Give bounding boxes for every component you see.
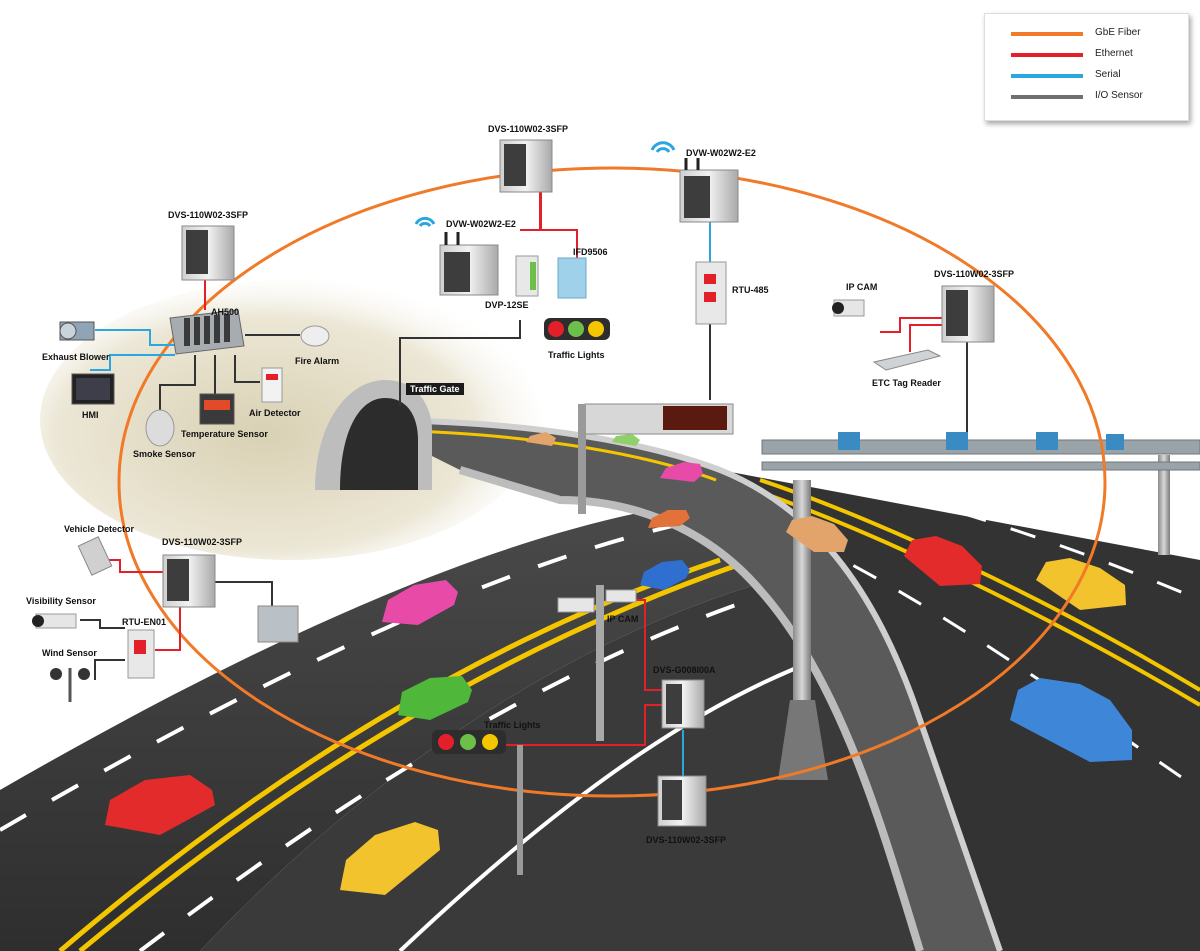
label-wireless-left: DVW-W02W2-E2 bbox=[446, 219, 516, 229]
legend-label-gbe-fiber: GbE Fiber bbox=[1095, 27, 1141, 38]
switch-device-bottom bbox=[657, 775, 707, 827]
ip-cam-device-right bbox=[832, 299, 865, 317]
label-wireless-right: DVW-W02W2-E2 bbox=[686, 148, 756, 158]
cabinet-box bbox=[257, 605, 299, 643]
label-exhaust-blower: Exhaust Blower bbox=[42, 352, 110, 362]
tunnel bbox=[315, 380, 432, 490]
label-ip-cam-road: IP CAM bbox=[607, 614, 639, 624]
traffic-light-road bbox=[432, 730, 523, 875]
message-sign bbox=[578, 403, 734, 514]
smoke-sensor-device bbox=[145, 409, 175, 447]
wireless-device-right bbox=[650, 141, 739, 223]
label-traffic-lights-top: Traffic Lights bbox=[548, 350, 605, 360]
legend-swatch-serial bbox=[1011, 74, 1083, 78]
legend-label-serial: Serial bbox=[1095, 69, 1121, 80]
label-ah500: AH500 bbox=[211, 307, 240, 317]
visibility-sensor-device bbox=[32, 613, 77, 629]
legend-swatch-ethernet bbox=[1011, 53, 1083, 57]
label-dvp: DVP-12SE bbox=[485, 300, 529, 310]
dvp-controller bbox=[515, 255, 539, 297]
traffic-light-top bbox=[544, 318, 610, 340]
wind-sensor-device bbox=[50, 668, 90, 702]
label-air-detector: Air Detector bbox=[249, 408, 301, 418]
network-links bbox=[80, 190, 968, 780]
rtu-en01-device bbox=[127, 629, 155, 679]
gbe-fiber-ring bbox=[117, 166, 1107, 798]
label-rtu485: RTU-485 bbox=[732, 285, 769, 295]
switch-device-top bbox=[499, 139, 553, 193]
temperature-sensor-device bbox=[199, 393, 235, 425]
label-switch-right: DVS-110W02-3SFP bbox=[934, 269, 1015, 279]
label-hmi: HMI bbox=[82, 410, 99, 420]
label-smoke-sensor: Smoke Sensor bbox=[133, 449, 196, 459]
fire-alarm bbox=[300, 325, 330, 347]
hmi-device bbox=[71, 373, 115, 405]
label-rtu-en01: RTU-EN01 bbox=[122, 617, 167, 627]
label-etc-reader: ETC Tag Reader bbox=[872, 378, 941, 388]
ip-cam-pole bbox=[557, 585, 637, 741]
switch-device-left bbox=[162, 554, 216, 608]
legend-swatch-io-sensor bbox=[1011, 95, 1083, 99]
label-ip-cam-right: IP CAM bbox=[846, 282, 878, 292]
etc-reader-device bbox=[872, 349, 942, 371]
toll-gantry bbox=[761, 432, 1200, 471]
air-detector-device bbox=[261, 367, 283, 403]
label-vehicle-detector: Vehicle Detector bbox=[64, 524, 135, 534]
legend-label-ethernet: Ethernet bbox=[1095, 48, 1133, 59]
label-wind-sensor: Wind Sensor bbox=[42, 648, 97, 658]
label-switch-top-left: DVS-110W02-3SFP bbox=[168, 210, 249, 220]
ifd-converter bbox=[557, 257, 587, 299]
ah500-plc bbox=[169, 309, 245, 355]
label-visibility-sensor: Visibility Sensor bbox=[26, 596, 96, 606]
switch-device-g008 bbox=[661, 679, 705, 729]
label-ifd: IFD9506 bbox=[573, 247, 608, 257]
wireless-device-left bbox=[414, 216, 499, 296]
label-switch-left: DVS-110W02-3SFP bbox=[162, 537, 243, 547]
vehicle-detector-device bbox=[77, 536, 113, 576]
label-switch-top: DVS-110W02-3SFP bbox=[488, 124, 569, 134]
legend: GbE Fiber Ethernet Serial I/O Sensor bbox=[984, 13, 1189, 121]
legend-label-io-sensor: I/O Sensor bbox=[1095, 90, 1143, 101]
legend-swatch-gbe-fiber bbox=[1011, 32, 1083, 36]
exhaust-blower bbox=[59, 321, 95, 341]
label-dvs-g008: DVS-G008I00A bbox=[653, 665, 716, 675]
tunnel-haze bbox=[40, 280, 540, 560]
switch-device-right bbox=[941, 285, 995, 343]
rtu485-device bbox=[695, 261, 727, 325]
label-traffic-gate: Traffic Gate bbox=[406, 383, 464, 395]
label-traffic-lights-bottom: Traffic Lights bbox=[484, 720, 541, 730]
label-switch-bottom: DVS-110W02-3SFP bbox=[646, 835, 727, 845]
bridge-pillars bbox=[778, 455, 1170, 780]
label-fire-alarm: Fire Alarm bbox=[295, 356, 340, 366]
switch-device-top-left bbox=[181, 225, 235, 281]
label-temperature-sensor: Temperature Sensor bbox=[181, 429, 268, 439]
vehicles bbox=[105, 432, 1132, 895]
